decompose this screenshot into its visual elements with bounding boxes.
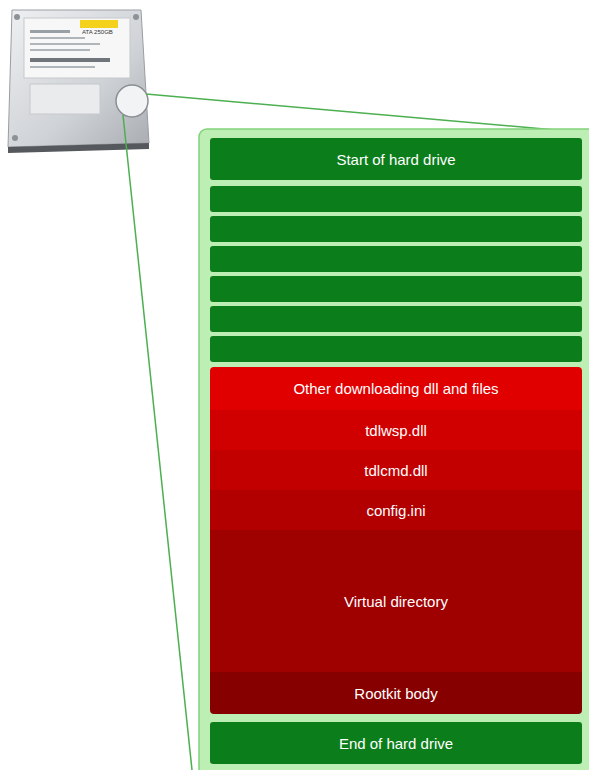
sector-band xyxy=(210,246,582,272)
zoom-line xyxy=(123,115,192,770)
sector-band: Start of hard drive xyxy=(210,138,582,180)
band-label: Rootkit body xyxy=(354,685,437,702)
zoom-panel xyxy=(199,129,589,770)
malware-band: Virtual directory xyxy=(210,530,582,672)
band-label: tdlwsp.dll xyxy=(365,422,427,439)
malware-band: Rootkit body xyxy=(210,672,582,714)
hard-drive-body xyxy=(8,10,149,147)
band-label: Start of hard drive xyxy=(336,151,455,168)
sector-band xyxy=(210,216,582,242)
sector-band xyxy=(210,336,582,362)
zoom-line xyxy=(146,94,589,133)
sector-band xyxy=(210,186,582,212)
hard-drive-edge xyxy=(8,143,149,153)
label-line xyxy=(30,49,90,51)
band-label: Other downloading dll and files xyxy=(293,380,498,397)
band-label: Virtual directory xyxy=(344,593,448,610)
label-sticker xyxy=(80,20,118,28)
screw xyxy=(12,135,18,141)
sector-band: End of hard drive xyxy=(210,722,582,764)
malware-band: config.ini xyxy=(210,490,582,530)
label-line xyxy=(30,43,100,45)
sector-band xyxy=(210,276,582,302)
label-line xyxy=(30,37,85,39)
zoom-circle xyxy=(116,85,148,117)
malware-band: tdlwsp.dll xyxy=(210,410,582,450)
sector-band xyxy=(210,306,582,332)
hard-drive-sticker xyxy=(30,84,100,114)
malware-band: Other downloading dll and files xyxy=(210,367,582,410)
label-line xyxy=(30,30,70,33)
band-label: config.ini xyxy=(366,502,425,519)
malware-band: tdlcmd.dll xyxy=(210,450,582,490)
drive-model-label: ATA 250GB xyxy=(82,29,113,35)
screw xyxy=(14,14,20,20)
band-label: End of hard drive xyxy=(339,735,453,752)
screw xyxy=(133,14,139,20)
label-line xyxy=(30,66,95,68)
band-label: tdlcmd.dll xyxy=(364,462,427,479)
barcode xyxy=(30,58,110,62)
hard-drive-label xyxy=(24,18,130,78)
